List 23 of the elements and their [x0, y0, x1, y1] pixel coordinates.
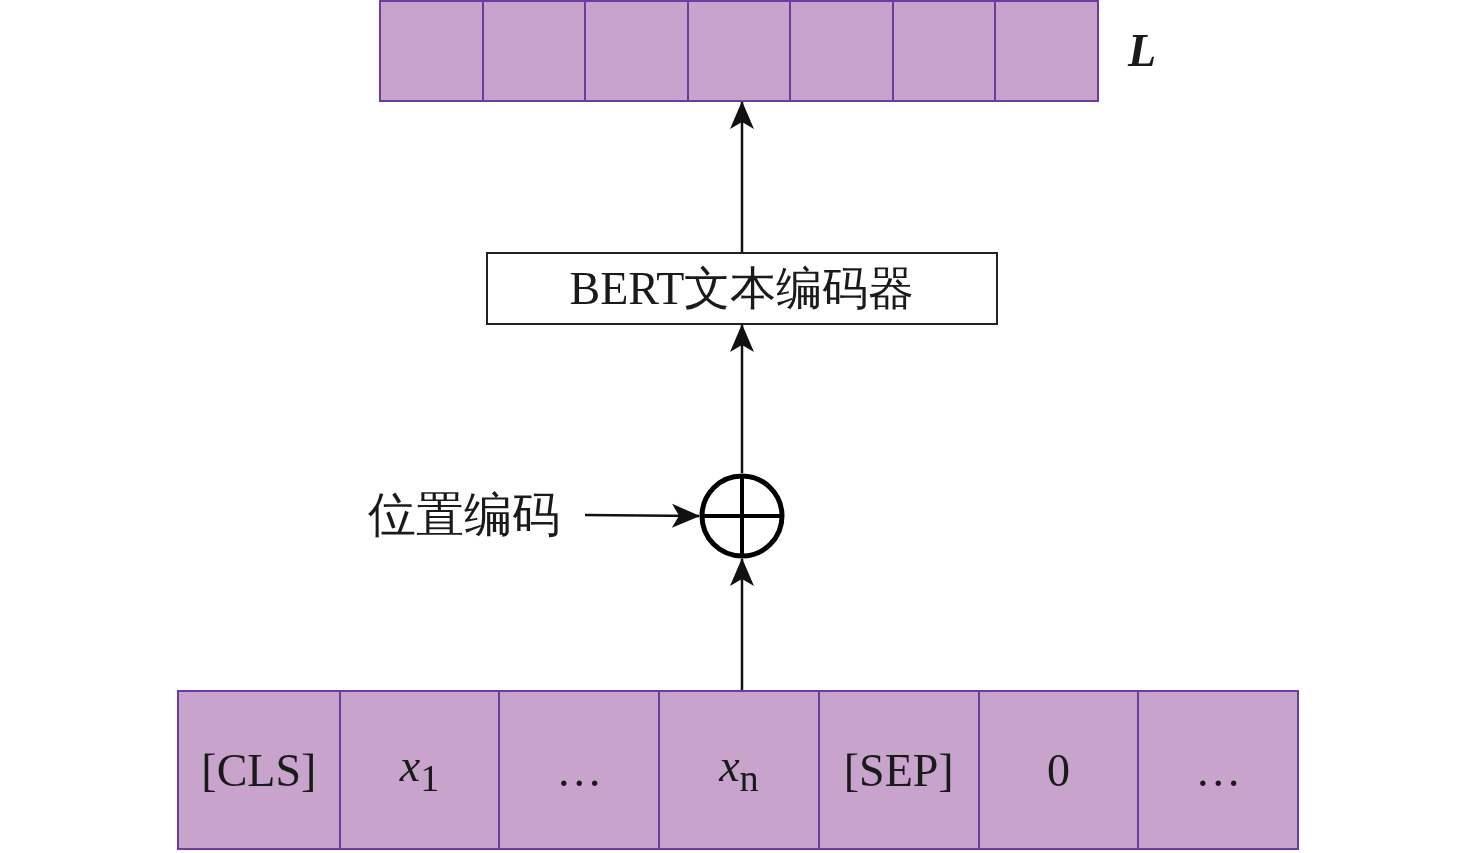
- token-cell: [CLS]: [179, 692, 339, 848]
- vector-cell: [789, 0, 894, 102]
- vector-cell: [891, 0, 997, 102]
- token-cell: x$_{n}$: [658, 692, 818, 848]
- output-label: L: [1128, 24, 1157, 77]
- token-cell: x$_{1}$: [338, 692, 499, 848]
- vector-cell: [994, 0, 1099, 102]
- token-cell: …: [498, 692, 659, 848]
- encoder-box: BERT文本编码器: [486, 252, 998, 325]
- token-cell: [SEP]: [817, 692, 978, 848]
- arrow: [730, 324, 754, 473]
- arrow: [585, 503, 700, 528]
- vector-cell: [584, 0, 689, 102]
- arrow: [730, 101, 754, 252]
- vector-cell: [686, 0, 792, 102]
- token-cell: 0: [977, 692, 1138, 848]
- token-cell: …: [1137, 692, 1297, 848]
- vector-cell: [481, 0, 587, 102]
- input-label: 位置编码: [356, 480, 571, 550]
- vector-bar: [177, 690, 1299, 850]
- plus-circle: [699, 473, 785, 559]
- vector-cell: [379, 0, 484, 102]
- arrow: [730, 558, 754, 692]
